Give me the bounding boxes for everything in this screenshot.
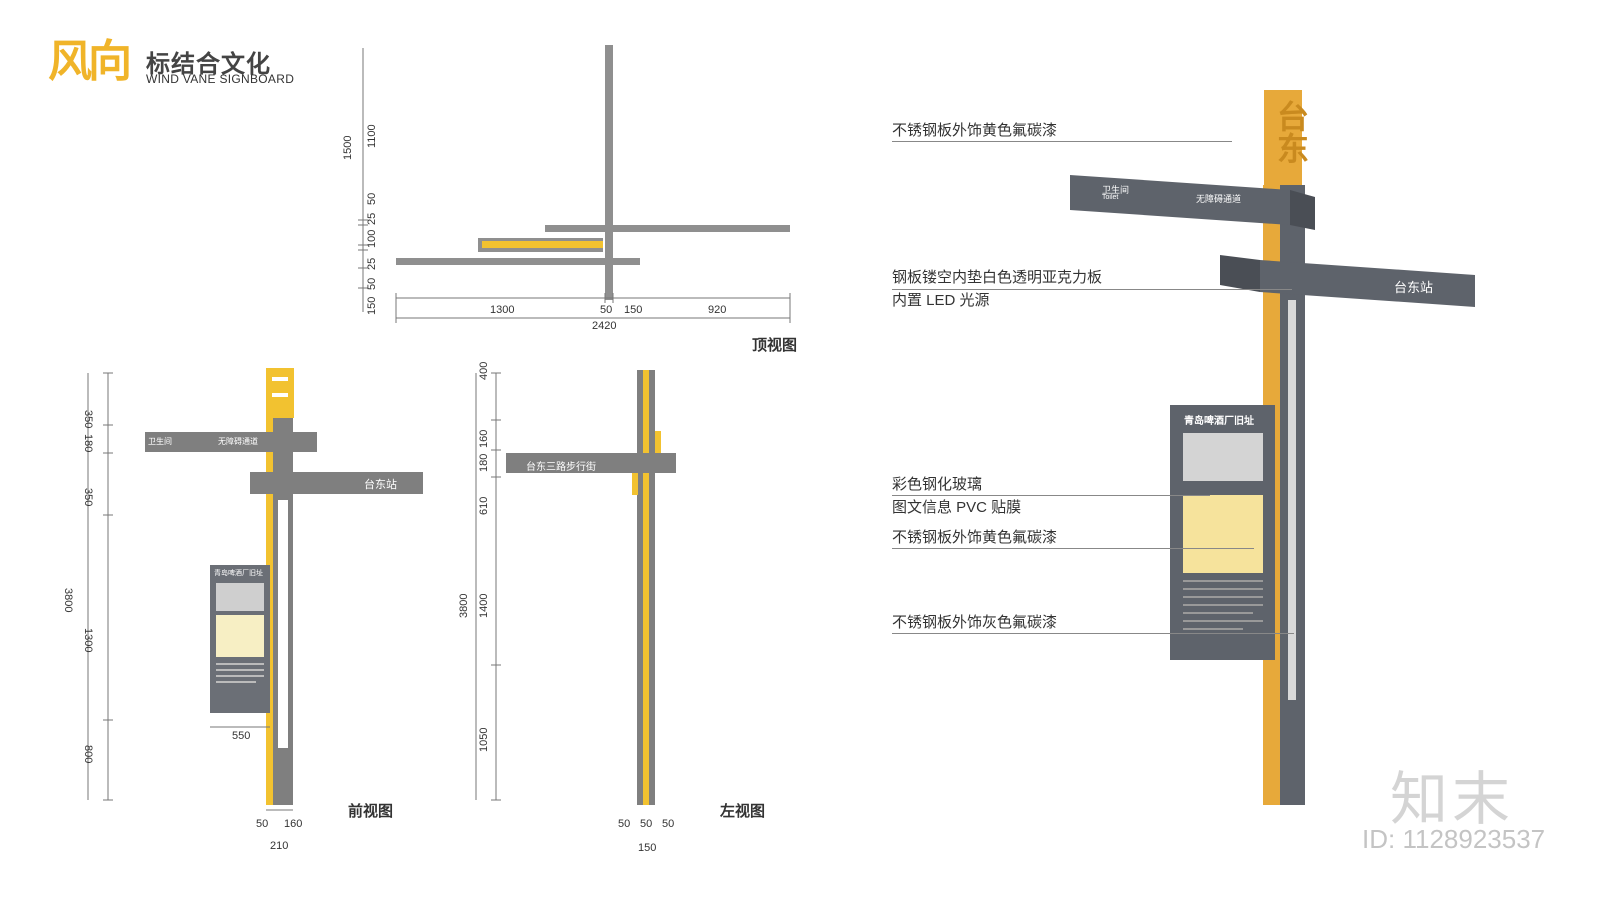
- top-arm-left: [396, 258, 640, 265]
- callout-6: 不锈钢板外饰黄色氟碳漆: [892, 529, 1058, 546]
- brand-name-en: WIND VANE SIGNBOARD: [146, 72, 295, 86]
- render-sign1-text2: 无障碍通道: [1196, 194, 1242, 204]
- side-dim-400: 400: [478, 361, 490, 380]
- top-dim-50b: 50: [366, 277, 378, 290]
- top-view-drawing: [358, 45, 791, 323]
- top-view-title: 顶视图: [752, 337, 798, 354]
- top-dim-920: 920: [708, 304, 727, 316]
- front-panel-title: 青岛啤酒厂旧址: [214, 570, 263, 577]
- top-dim-25a: 25: [366, 212, 378, 225]
- callout-line-3: [892, 495, 1210, 496]
- render-sign1-text: 卫生间: [1102, 185, 1130, 195]
- front-dim-180: 180: [82, 434, 94, 453]
- top-dim-50: 50: [600, 304, 613, 316]
- callout-2: 钢板镂空内垫白色透明亚克力板: [892, 269, 1103, 286]
- front-sign-text-1: 卫生间: [148, 437, 172, 446]
- side-dim-50c: 50: [662, 818, 675, 830]
- top-dim-150: 150: [366, 296, 378, 315]
- side-sign: [506, 453, 676, 473]
- render-sign-lower: [1260, 260, 1475, 307]
- side-dim-3800: 3800: [458, 593, 470, 618]
- watermark-logo: 知末: [1390, 767, 1515, 832]
- render-drawing: [1070, 90, 1475, 805]
- callout-7: 不锈钢板外饰灰色氟碳漆: [892, 614, 1058, 631]
- top-arm-right: [545, 225, 790, 232]
- top-dim-1500: 1500: [342, 135, 354, 160]
- top-dim-100: 100: [366, 229, 378, 248]
- front-dim-350b: 350: [82, 488, 94, 507]
- render-top-letters: [1264, 90, 1302, 185]
- front-view-drawing: [87, 368, 423, 811]
- callout-line-1: [892, 141, 1232, 142]
- top-dim-50a: 50: [366, 192, 378, 205]
- brand-name-cn: 标结合文化: [146, 51, 271, 78]
- callout-line-5: [892, 633, 1294, 634]
- front-sign-text-2: 无障碍通道: [218, 437, 258, 446]
- top-dim-150h: 150: [624, 304, 643, 316]
- side-dim-160: 160: [478, 429, 490, 448]
- render-panel-title: 青岛啤酒厂旧址: [1184, 416, 1254, 427]
- callout-line-4: [892, 548, 1254, 549]
- side-dim-50a: 50: [618, 818, 631, 830]
- callout-5: 图文信息 PVC 贴膜: [892, 499, 1022, 516]
- brand-logo: 风向: [48, 37, 132, 86]
- render-sign1-sub: Toilet: [1102, 194, 1119, 201]
- callout-3: 内置 LED 光源: [892, 292, 990, 309]
- front-dim-50: 50: [256, 818, 269, 830]
- side-view-drawing: [475, 370, 676, 805]
- front-dim-3800: 3800: [62, 588, 74, 613]
- front-sign-upper: [145, 432, 317, 452]
- top-dim-25b: 25: [366, 257, 378, 270]
- front-dim-160: 160: [284, 818, 303, 830]
- side-sign-text: 台东三路步行街: [526, 462, 596, 473]
- front-sign-text-3: 台东站: [364, 479, 397, 491]
- render-top-text: 台东: [1273, 100, 1309, 164]
- render-sign2-text: 台东站: [1394, 280, 1434, 295]
- top-dim-2420: 2420: [592, 320, 617, 332]
- watermark-id: ID: 1128923537: [1362, 824, 1546, 854]
- callout-line-2: [892, 289, 1292, 290]
- side-pole-yellow: [643, 370, 649, 805]
- side-view-title: 左视图: [720, 803, 766, 820]
- side-dim-150: 150: [638, 842, 657, 854]
- side-dim-610: 610: [478, 496, 490, 515]
- side-dim-180: 180: [478, 453, 490, 472]
- front-view-title: 前视图: [348, 803, 394, 820]
- top-pole: [605, 45, 613, 300]
- render-sign-upper: [1070, 175, 1290, 225]
- front-dim-210: 210: [270, 840, 289, 852]
- side-dim-1050: 1050: [478, 727, 490, 752]
- front-dim-350a: 350: [82, 410, 94, 429]
- front-dim-550: 550: [232, 730, 251, 742]
- top-dim-1100: 1100: [366, 124, 378, 148]
- top-yellow-strip: [482, 241, 582, 248]
- top-dim-1300: 1300: [490, 304, 515, 316]
- side-dim-1400: 1400: [478, 593, 490, 618]
- front-sign-lower: [250, 472, 423, 494]
- side-dim-50b: 50: [640, 818, 653, 830]
- front-dim-800: 800: [82, 745, 94, 764]
- callout-1: 不锈钢板外饰黄色氟碳漆: [892, 122, 1058, 139]
- callout-4: 彩色钢化玻璃: [892, 476, 983, 493]
- front-dim-1300: 1300: [82, 628, 94, 653]
- render-glass: [1183, 495, 1263, 573]
